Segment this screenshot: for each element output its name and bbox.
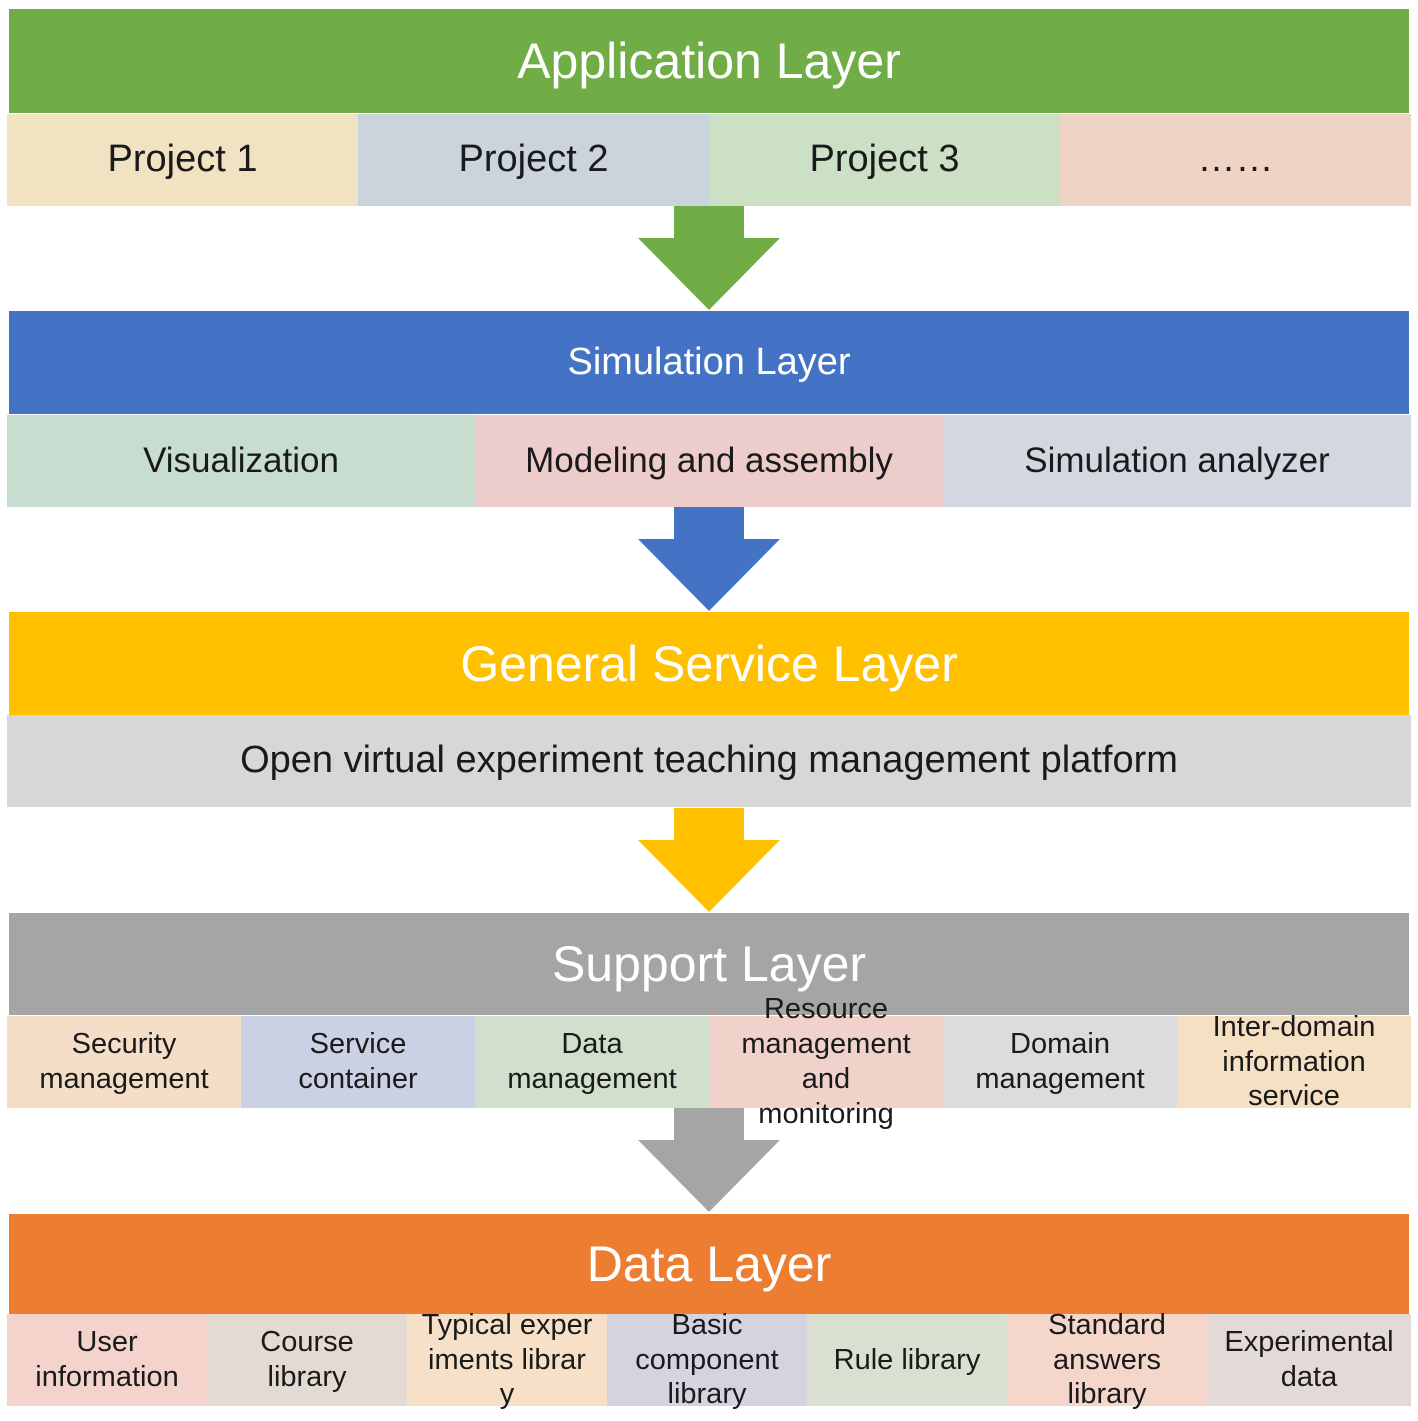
resource-monitoring-box: Resource management and monitoring — [709, 993, 943, 1130]
experimental-data-box: Experimental data — [1207, 1314, 1411, 1406]
data-items-row: User information Course library Typical … — [7, 1309, 1411, 1410]
more-projects-box: …… — [1060, 114, 1411, 206]
service-container-box: Service container — [241, 1016, 475, 1108]
project-1-box: Project 1 — [7, 114, 358, 206]
down-arrow-blue — [638, 507, 780, 611]
simulation-items-row: Visualization Modeling and assembly Simu… — [7, 415, 1411, 507]
simulation-analyzer-box: Simulation analyzer — [943, 415, 1411, 507]
data-management-box: Data management — [475, 1016, 709, 1108]
user-information-box: User information — [7, 1314, 207, 1406]
application-layer-title: Application Layer — [517, 33, 901, 89]
support-layer-header: Support Layer — [9, 913, 1409, 1015]
simulation-layer-header: Simulation Layer — [9, 311, 1409, 414]
data-layer-title: Data Layer — [586, 1236, 832, 1292]
typical-experiments-library-box: Typical experiments library — [407, 1309, 607, 1410]
basic-component-library-box: Basic component library — [607, 1309, 807, 1410]
support-items-row: Security management Service container Da… — [7, 993, 1411, 1130]
modeling-assembly-box: Modeling and assembly — [475, 415, 943, 507]
support-layer-title: Support Layer — [551, 936, 867, 992]
standard-answers-library-box: Standard answers library — [1007, 1309, 1207, 1410]
project-3-box: Project 3 — [709, 114, 1060, 206]
down-arrow-green — [638, 206, 780, 310]
general-service-layer-title: General Service Layer — [460, 635, 958, 692]
general-service-row: Open virtual experiment teaching managem… — [7, 715, 1411, 807]
application-layer-header: Application Layer — [9, 9, 1409, 113]
data-layer-header: Data Layer — [9, 1214, 1409, 1314]
security-management-box: Security management — [7, 1016, 241, 1108]
teaching-platform-box: Open virtual experiment teaching managem… — [7, 715, 1411, 807]
domain-management-box: Domain management — [943, 1016, 1177, 1108]
down-arrow-yellow — [638, 808, 780, 912]
general-service-layer-header: General Service Layer — [9, 612, 1409, 715]
project-2-box: Project 2 — [358, 114, 709, 206]
simulation-layer-title: Simulation Layer — [567, 341, 851, 383]
inter-domain-service-box: Inter-domain information service — [1177, 1011, 1411, 1112]
application-items-row: Project 1 Project 2 Project 3 …… — [7, 114, 1411, 206]
rule-library-box: Rule library — [807, 1314, 1007, 1406]
course-library-box: Course library — [207, 1314, 407, 1406]
visualization-box: Visualization — [7, 415, 475, 507]
down-arrow-gray — [638, 1108, 780, 1212]
